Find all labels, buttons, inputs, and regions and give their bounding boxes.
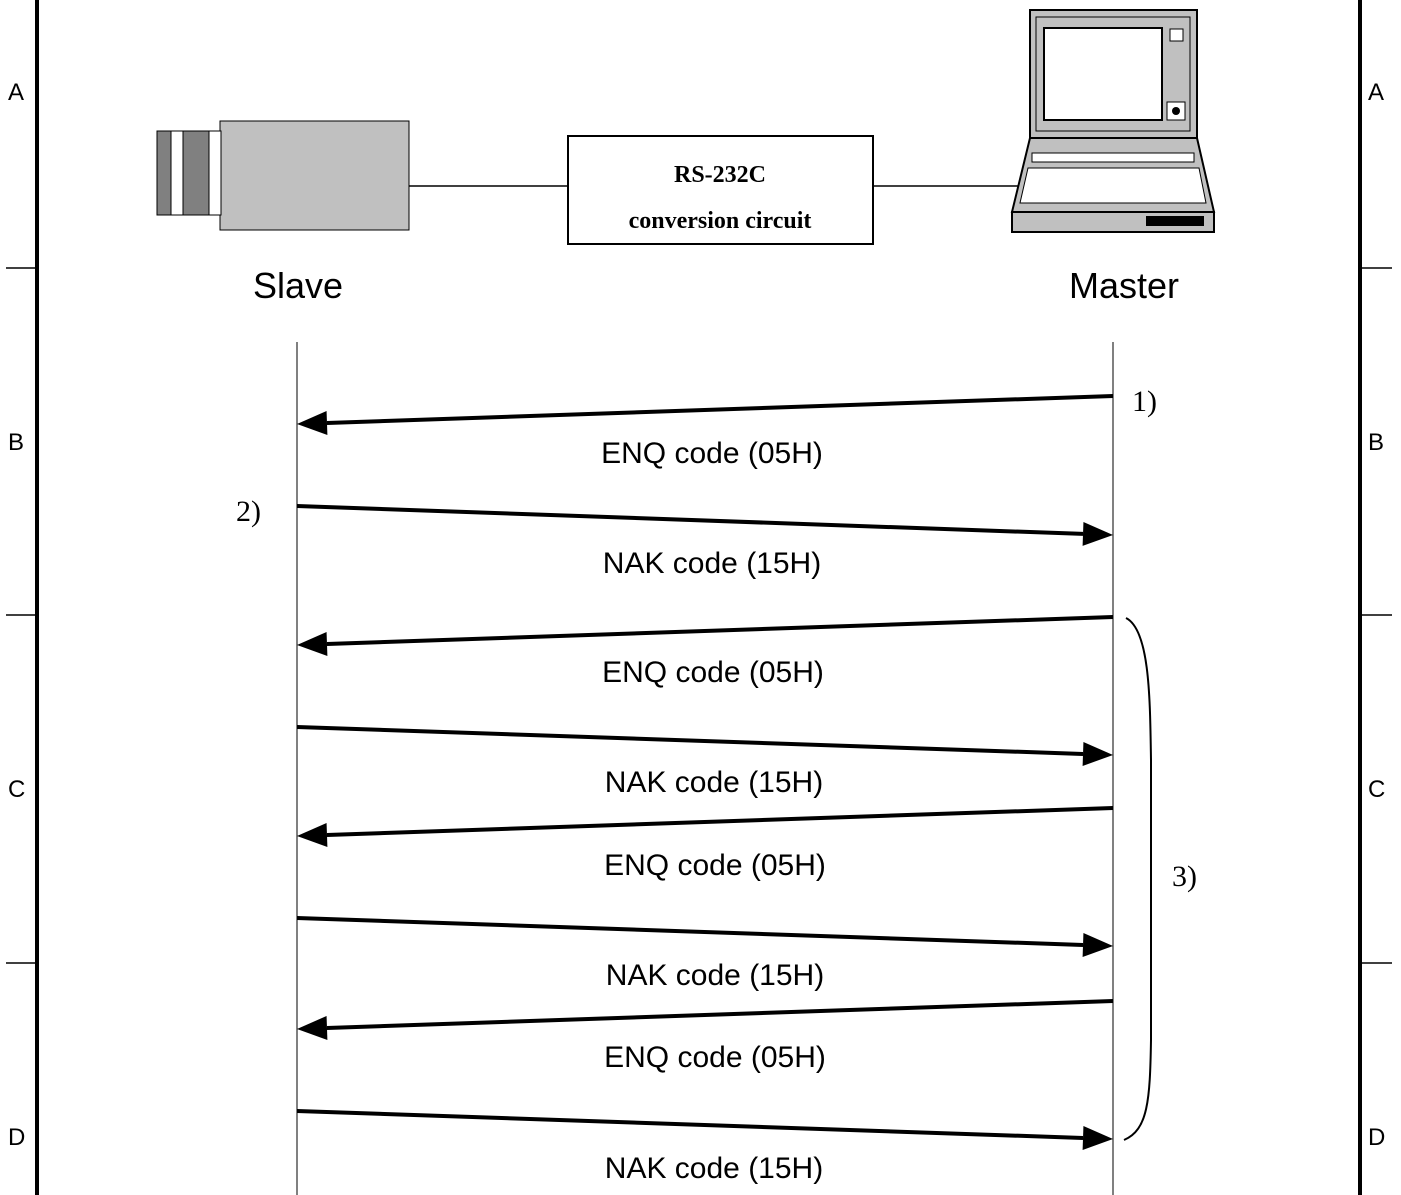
message-arrow-head [297,1015,328,1040]
step-1-label: 1) [1132,385,1157,418]
message-arrow-head [1082,1125,1113,1150]
message-label: ENQ code (05H) [601,437,823,470]
message-arrow-head [1082,521,1113,546]
message-arrow-shaft [296,504,1084,536]
message-label: NAK code (15H) [605,1152,823,1185]
zone-ticks-right [1360,267,1392,964]
message-arrow-head [297,410,328,435]
zone-ticks-left [6,267,37,964]
message-arrow-shaft [296,725,1084,756]
message-arrow [296,504,1113,546]
message-label: ENQ code (05H) [602,656,824,689]
message-arrow [297,394,1114,435]
message-arrow [297,999,1114,1040]
message-arrow [296,1109,1113,1150]
rs232c-converter-box: RS-232C conversion circuit [567,135,874,245]
zone-label-right-d: D [1368,1124,1385,1151]
zone-label-left-d: D [8,1124,25,1151]
message-label: NAK code (15H) [605,766,823,799]
slave-label: Slave [253,265,343,306]
message-arrows [296,394,1114,1150]
master-laptop-icon [1010,9,1216,233]
zone-label-left-c: C [8,776,25,803]
step-3-label: 3) [1172,860,1197,893]
slave-device-icon [156,120,410,231]
step-2-label: 2) [236,495,261,528]
message-arrow-shaft [326,615,1114,646]
message-arrow [297,806,1114,847]
message-arrow-shaft [296,1109,1084,1140]
zone-label-right-b: B [1368,429,1384,456]
zone-label-left-a: A [8,79,24,106]
message-arrow-shaft [326,394,1114,425]
zone-label-right-a: A [1368,79,1384,106]
converter-label-line1: RS-232C [674,162,766,188]
message-label: NAK code (15H) [603,547,821,580]
message-arrow [296,725,1113,766]
message-arrow-head [297,631,328,656]
message-arrow-shaft [296,916,1084,947]
message-arrow [296,916,1113,957]
message-label: ENQ code (05H) [604,1041,826,1074]
message-label: ENQ code (05H) [604,849,826,882]
message-arrow-shaft [326,806,1114,837]
message-label: NAK code (15H) [606,959,824,992]
message-arrow-head [1082,932,1113,957]
master-label: Master [1069,265,1179,306]
zone-label-right-c: C [1368,776,1385,803]
message-arrow-head [297,822,328,847]
message-arrow-shaft [326,999,1114,1030]
zone-label-left-b: B [8,429,24,456]
message-arrow-head [1082,741,1113,766]
step-3-brace [1123,617,1152,1141]
message-arrow [297,615,1114,656]
converter-label-line2: conversion circuit [629,208,812,234]
